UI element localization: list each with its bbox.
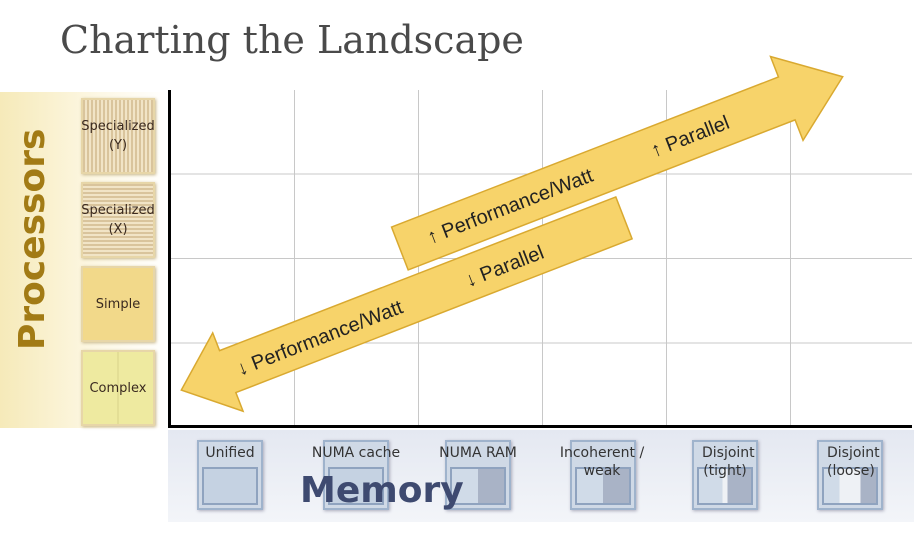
- processor-specialized-x: Specialized (X): [81, 182, 155, 258]
- memory-disjoint-tight: Disjoint (tight): [692, 440, 758, 510]
- memory-label: Disjoint (loose): [827, 445, 880, 479]
- memory-axis-label: Memory: [300, 470, 464, 511]
- memory-label: Disjoint (tight): [702, 445, 755, 479]
- memory-incoherent: Incoherent / weak: [560, 440, 644, 510]
- memory-band: [168, 430, 914, 522]
- arrow-up-right: [390, 55, 844, 271]
- memory-label: Incoherent / weak: [559, 445, 645, 479]
- memory-label: NUMA RAM: [439, 445, 517, 461]
- memory-label: Unified: [205, 445, 255, 461]
- slide-title: Charting the Landscape: [60, 18, 524, 62]
- memory-unified: Unified: [197, 440, 263, 510]
- memory-label: NUMA cache: [311, 445, 401, 461]
- processor-specialized-y: Specialized (Y): [81, 98, 155, 174]
- memory-numa-cache: NUMA cache: [312, 440, 400, 510]
- memory-disjoint-loose: Disjoint (loose): [817, 440, 883, 510]
- arrow-down-left: [180, 195, 634, 413]
- processor-complex: Complex: [81, 350, 155, 426]
- processor-simple: Simple: [81, 266, 155, 342]
- memory-numa-ram: NUMA RAM: [439, 440, 517, 510]
